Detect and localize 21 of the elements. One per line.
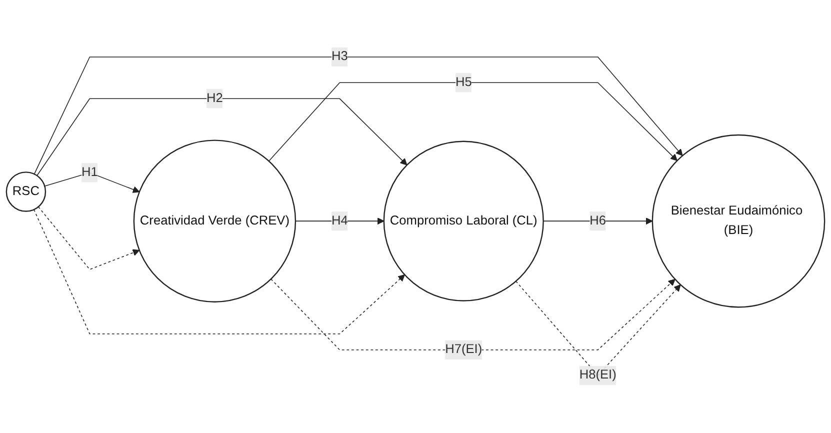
arrow [44,172,140,194]
arrow [38,206,140,270]
edge-label: H1 [82,166,98,180]
edge-label: H6 [590,214,606,228]
edge-label: H7(EI) [445,342,482,357]
node-circle: Bienestar Eudaimónico (BIE) [652,134,826,308]
arrow [34,56,683,175]
node-circle: Creatividad Verde (CREV) [133,140,296,303]
arrow [36,98,408,176]
arrow [268,82,678,162]
edge-label: H3 [332,50,348,64]
arrow [542,218,653,225]
arrow [34,209,405,334]
edge-label: H2 [206,92,223,106]
arrow [270,278,676,351]
node-circle: RSC [6,172,46,212]
edge-label: H4 [332,214,348,228]
node-circle: Compromiso Laboral (CL) [383,141,544,302]
edge-label: H5 [455,76,472,90]
arrow [295,218,384,225]
edge-label: H8(EI) [579,368,616,382]
